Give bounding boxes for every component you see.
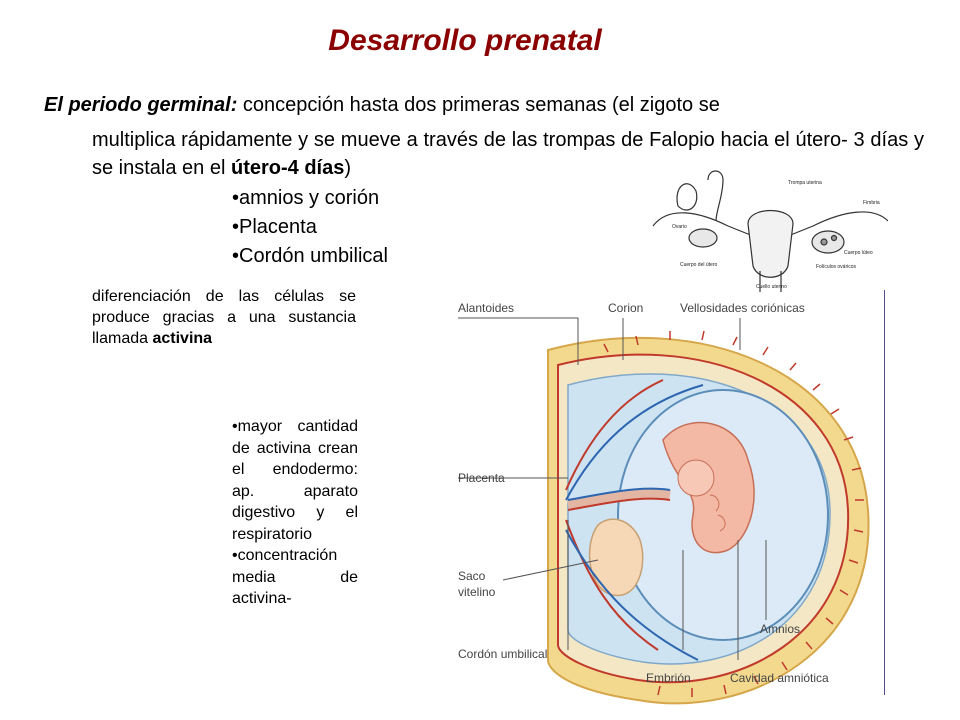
intro-continuation: multiplica rápidamente y se mueve a trav… [44,126,924,182]
bullet-item: •amnios y corión [232,187,380,209]
label-fimbria: Fimbria [863,200,880,206]
label-corion: Corion [608,301,643,315]
intro-close: ) [344,157,352,179]
label-placenta: Placenta [458,471,505,485]
label-vitelino: vitelino [458,585,496,599]
divider-line [884,290,885,695]
label-trompa: Trompa uterina [788,180,822,186]
left-fimbria [676,183,698,211]
intro-bold: útero-4 días [230,157,345,179]
label-cuerpo-luteo: Cuerpo lúteo [844,250,873,256]
label-cuello: Cuello uterino [756,284,787,290]
label-foliculos: Folículos ováricos [816,264,857,270]
bullet-item: •Cordón umbilical [232,245,388,267]
activina-note: •concentración media de activina- [232,547,358,607]
intro-paragraph: El periodo germinal: concepción hasta do… [44,88,924,182]
umbilical-cord [567,488,671,510]
label-vellosidades: Vellosidades coriónicas [680,301,805,315]
bullet-item: •Placenta [232,216,317,238]
page-title: Desarrollo prenatal [328,24,602,57]
label-cordon: Cordón umbilical [458,647,547,661]
label-cuerpo-utero: Cuerpo del útero [680,262,717,268]
label-cavidad: Cavidad amniótica [730,671,829,685]
intro-lead: El periodo germinal: [44,94,238,116]
left-ovary [688,228,718,248]
activina-notes: •mayor cantidad de activina crean el end… [232,416,358,610]
bullet-list: •amnios y corión •Placenta •Cordón umbil… [232,184,388,271]
differentiation-text: diferenciación de las células se produce… [92,286,356,349]
label-saco: Saco [458,569,486,583]
right-ovary [811,230,845,254]
label-ovario: Ovario [672,224,687,230]
label-alantoides: Alantoides [458,301,514,315]
intro-part2: multiplica rápidamente y se mueve a trav… [92,129,924,179]
uterus-body [747,210,794,278]
cervix [759,271,782,292]
uterus-diagram: Trompa uterina Fimbria Ovario Cuerpo del… [648,166,888,292]
diff-bold: activina [152,330,213,347]
activina-note: •mayor cantidad de activina crean el end… [232,418,358,543]
chorionic-villi [603,330,864,697]
placenta-vessels [565,379,704,661]
yolk-sac [588,518,644,597]
label-embrion: Embrión [646,671,691,685]
diff-text: diferenciación de las células se produce… [92,288,356,347]
label-amnios: Amnios [760,622,800,636]
intro-part1: concepción hasta dos primeras semanas (e… [237,94,720,116]
embryo-diagram: Alantoides Corion Vellosidades coriónica… [458,301,870,705]
